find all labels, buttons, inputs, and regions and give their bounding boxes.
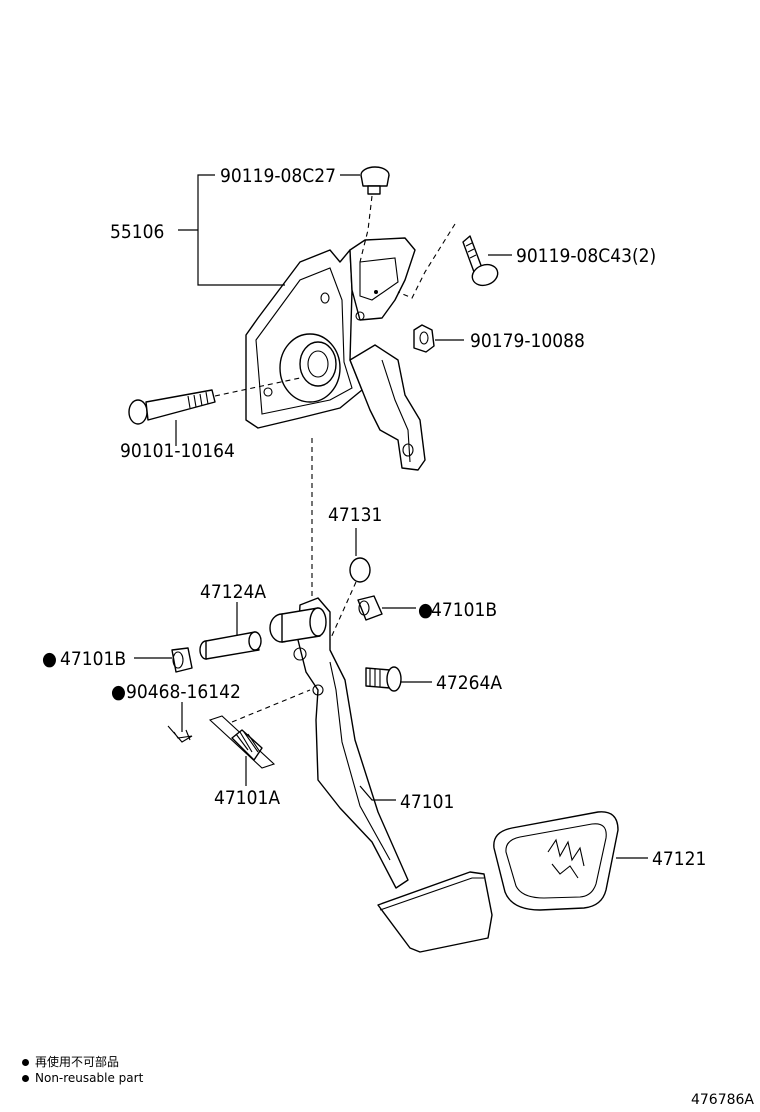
- non-reusable-marker-90468-16142: ●: [111, 681, 126, 703]
- document-id: 476786A: [690, 1092, 754, 1108]
- bullet-icon: [22, 1074, 29, 1082]
- label-90119-08C27: 90119-08C27: [220, 165, 336, 187]
- part-labels: 90119-08C27 55106 90119-08C43(2) 90179-1…: [42, 165, 706, 870]
- leader-lines: [134, 174, 648, 859]
- stopper-47131: [349, 557, 371, 583]
- non-reusable-marker-47101B-right: ●: [418, 599, 433, 621]
- legend-text-jp: 再使用不可部品: [35, 1055, 120, 1069]
- spring-47101A: [208, 715, 276, 769]
- label-55106: 55106: [110, 221, 164, 243]
- bolt-47264A: [365, 666, 402, 692]
- label-90119-08C43: 90119-08C43(2): [516, 245, 656, 267]
- pin-47124A: [199, 631, 262, 660]
- label-90468-16142: 90468-16142: [126, 681, 241, 703]
- label-47124A: 47124A: [200, 581, 266, 603]
- bushing-47101B-left: [171, 647, 193, 673]
- brake-pedal-arm: [269, 597, 493, 953]
- label-47131: 47131: [328, 504, 382, 526]
- legend: 再使用不可部品 Non-reusable part: [22, 1054, 143, 1086]
- clip-90468-16142: [167, 725, 193, 743]
- bolt-90101-10164: [128, 389, 216, 425]
- label-90179-10088: 90179-10088: [470, 330, 585, 352]
- bullet-icon: [22, 1058, 29, 1066]
- bushing-47101B-right: [357, 595, 383, 621]
- bolt-90119-08C43: [462, 235, 499, 287]
- label-47101B-right: 47101B: [431, 599, 497, 621]
- legend-row-jp: 再使用不可部品: [22, 1054, 143, 1070]
- label-47101: 47101: [400, 791, 454, 813]
- label-90101-10164: 90101-10164: [120, 440, 235, 462]
- label-47101B-left: 47101B: [60, 648, 126, 670]
- label-47101A: 47101A: [214, 787, 280, 809]
- nut-90179-10088: [413, 324, 435, 353]
- non-reusable-marker-47101B-left: ●: [42, 648, 57, 670]
- pedal-support-bracket: [245, 237, 426, 471]
- bolt-90119-08C27: [360, 166, 390, 195]
- label-47121: 47121: [652, 848, 706, 870]
- legend-text-en: Non-reusable part: [35, 1071, 144, 1085]
- label-47264A: 47264A: [436, 672, 502, 694]
- legend-row-en: Non-reusable part: [22, 1070, 143, 1086]
- pedal-pad-47121: [493, 811, 619, 911]
